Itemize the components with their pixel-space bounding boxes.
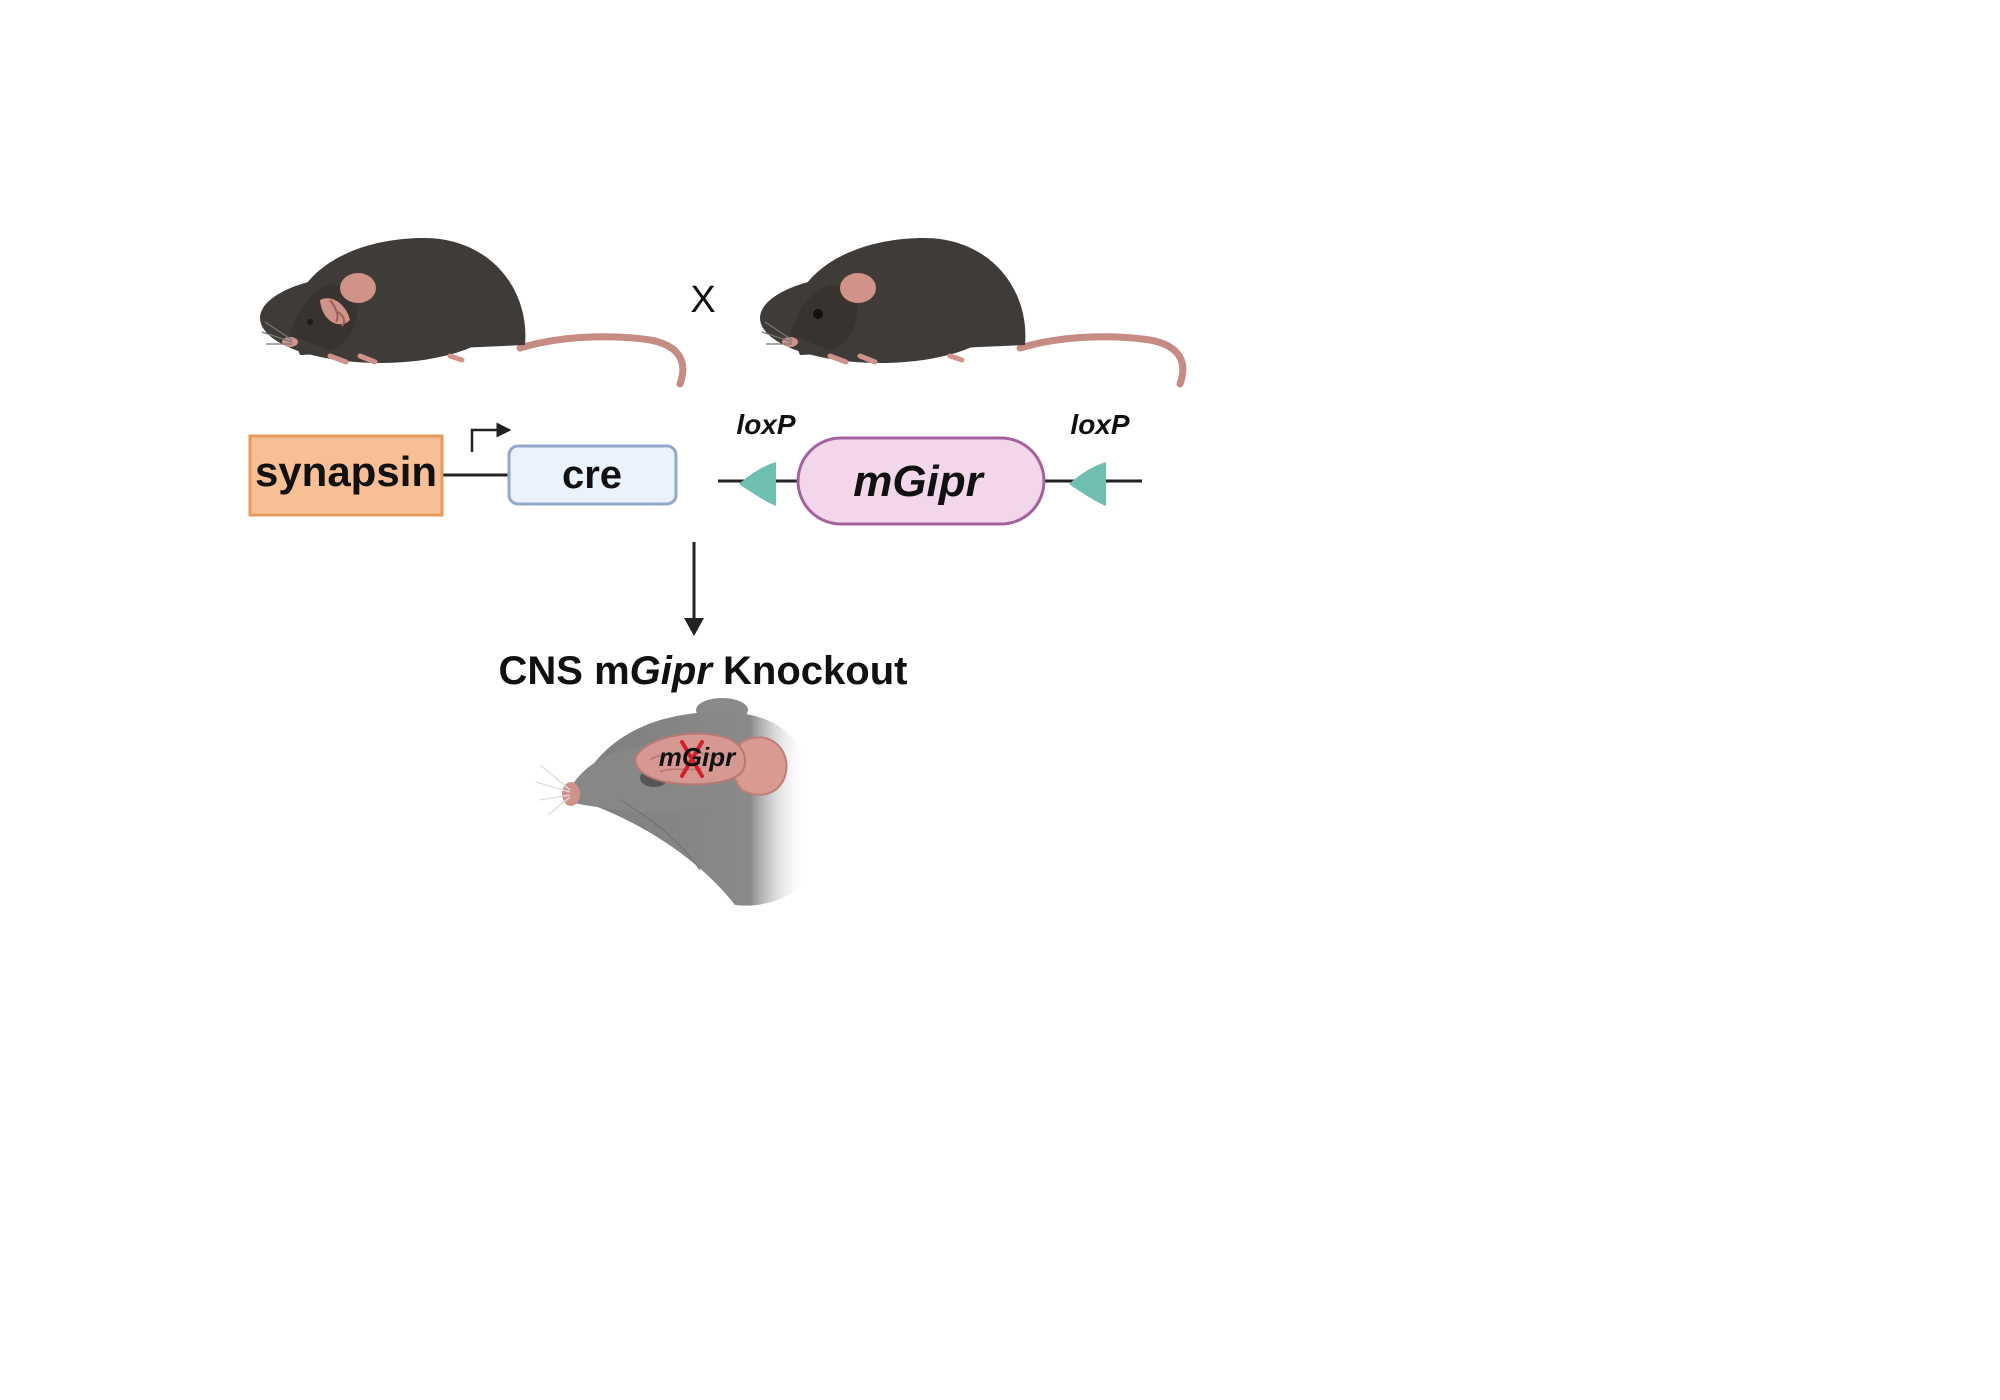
- floxed-construct: loxP mGipr loxP: [718, 409, 1142, 526]
- loxp-left-label: loxP: [736, 409, 795, 440]
- knockout-x-mark-icon: [680, 740, 704, 778]
- cre-construct: synapsin cre: [248, 422, 678, 517]
- mgipr-label: mGipr: [853, 457, 985, 506]
- loxp-right-label: loxP: [1070, 409, 1129, 440]
- cre-label: cre: [562, 453, 622, 497]
- transcription-start-arrow-icon: [470, 422, 512, 452]
- mgipr-box: [796, 436, 1046, 526]
- brain-gene-label: mGipr: [659, 742, 737, 772]
- synapsin-box: [248, 434, 444, 517]
- mouse-head-with-brain-icon: mGipr: [535, 698, 808, 906]
- cross-symbol: X: [690, 279, 715, 321]
- cre-box: [507, 444, 678, 506]
- loxp-right-icon: [1069, 462, 1106, 506]
- arrow-down-icon: [684, 542, 704, 636]
- loxp-left-icon: [739, 462, 776, 506]
- mouse-right-icon: [760, 237, 1187, 388]
- result-title: CNS mGipr Knockout: [499, 649, 908, 693]
- synapsin-label: synapsin: [255, 448, 437, 495]
- mouse-left-icon: [260, 237, 687, 388]
